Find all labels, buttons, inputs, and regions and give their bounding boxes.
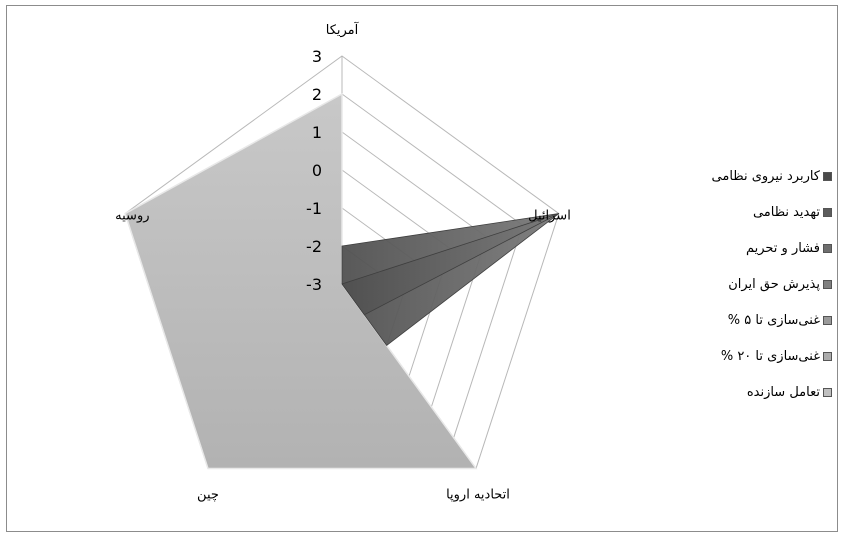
tick-label: 2 <box>312 85 322 104</box>
category-label: اسرائیل <box>528 209 571 224</box>
legend-item: غنی‌سازی تا ۲۰ % <box>682 338 832 374</box>
series-area-0 <box>341 213 559 285</box>
legend-swatch <box>823 387 832 397</box>
legend-item: فشار و تحریم <box>682 230 832 266</box>
tick-label: -3 <box>306 275 322 294</box>
tick-label: 1 <box>312 123 322 142</box>
tick-label: -2 <box>306 237 322 256</box>
legend-swatch <box>823 351 832 361</box>
category-label: روسیه <box>115 209 149 224</box>
category-labels: آمریکا اسرائیل اتحادیه اروپا چین روسیه <box>115 21 571 502</box>
legend-label: تهدید نظامی <box>752 204 820 220</box>
legend-swatch <box>823 171 832 181</box>
category-label: اتحادیه اروپا <box>446 487 510 502</box>
legend-swatch <box>823 315 832 325</box>
legend-label: تعامل سازنده <box>746 384 820 400</box>
legend-label: غنی‌سازی تا ۲۰ % <box>720 348 820 364</box>
legend-swatch <box>823 243 832 253</box>
legend-item: تهدید نظامی <box>682 194 832 230</box>
legend-label: پذیرش حق ایران <box>728 276 820 292</box>
legend-item: کاربرد نیروی نظامی <box>682 158 832 194</box>
tick-label: -1 <box>306 199 322 218</box>
legend-label: غنی‌سازی تا ۵ % <box>727 312 820 328</box>
axis-ticks: 3 2 1 0 -1 -2 -3 <box>306 47 322 294</box>
legend-item: غنی‌سازی تا ۵ % <box>682 302 832 338</box>
legend-swatch <box>823 207 832 217</box>
legend-swatch <box>823 279 832 289</box>
tick-label: 0 <box>312 161 322 180</box>
legend-label: فشار و تحریم <box>745 240 820 256</box>
legend-item: تعامل سازنده <box>682 374 832 410</box>
tick-label: 3 <box>312 47 322 66</box>
series-layer <box>124 92 560 470</box>
category-label: چین <box>197 487 219 502</box>
legend-label: کاربرد نیروی نظامی <box>711 168 820 184</box>
legend: کاربرد نیروی نظامی تهدید نظامی فشار و تحری… <box>682 158 832 410</box>
legend-item: پذیرش حق ایران <box>682 266 832 302</box>
category-label: آمریکا <box>326 21 360 38</box>
series-area-1 <box>341 213 560 316</box>
